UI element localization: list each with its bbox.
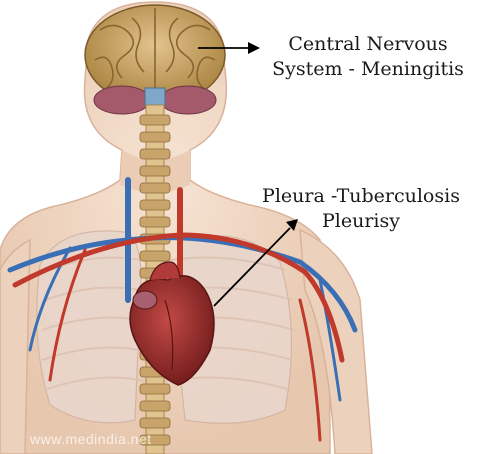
brain bbox=[85, 5, 225, 114]
watermark: www.medindia.net bbox=[30, 431, 152, 447]
cns-label: Central Nervous System - Meningitis bbox=[268, 32, 468, 82]
pleura-label-line2: Pleurisy bbox=[248, 209, 474, 234]
cns-label-line1: Central Nervous bbox=[268, 32, 468, 57]
pleura-label-line1: Pleura -Tuberculosis bbox=[248, 184, 474, 209]
pleura-label: Pleura -Tuberculosis Pleurisy bbox=[248, 184, 474, 234]
cns-label-line2: System - Meningitis bbox=[268, 57, 468, 82]
